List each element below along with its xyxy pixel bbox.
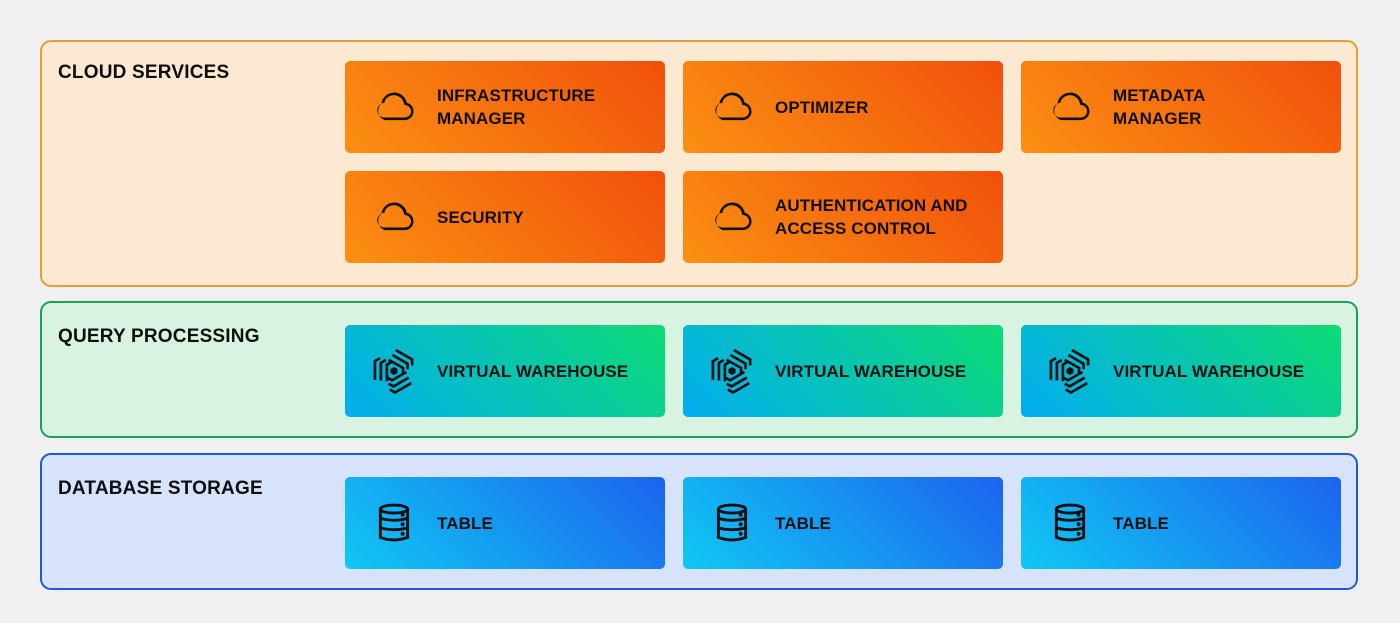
box-label: VIRTUAL WAREHOUSE xyxy=(437,360,628,383)
box-label-line: TABLE xyxy=(437,513,493,533)
box-label: INFRASTRUCTURE MANAGER xyxy=(437,84,595,130)
box-label: VIRTUAL WAREHOUSE xyxy=(1113,360,1304,383)
database-storage-layer: DATABASE STORAGE TABLE TABLE TABLE xyxy=(40,453,1358,590)
box-label-line: SECURITY xyxy=(437,207,524,227)
virtual-warehouse-icon xyxy=(369,346,419,396)
virtual-warehouse-box: VIRTUAL WAREHOUSE xyxy=(345,325,665,417)
box-label-line: MANAGER xyxy=(1113,109,1202,128)
cloud-icon xyxy=(369,86,419,128)
box-label-line: ACCESS CONTROL xyxy=(775,219,937,238)
virtual-warehouse-icon xyxy=(1045,346,1095,396)
table-box: TABLE xyxy=(1021,477,1341,569)
box-label: TABLE xyxy=(775,512,831,535)
service-box-security: SECURITY xyxy=(345,171,665,263)
table-box: TABLE xyxy=(683,477,1003,569)
database-storage-title: DATABASE STORAGE xyxy=(58,478,263,499)
cloud-services-title: CLOUD SERVICES xyxy=(58,62,230,83)
cloud-services-layer: CLOUD SERVICES INFRASTRUCTURE MANAGER OP… xyxy=(40,40,1358,287)
cloud-icon xyxy=(1045,86,1095,128)
box-label: TABLE xyxy=(437,512,493,535)
database-icon xyxy=(1045,496,1095,550)
box-label: VIRTUAL WAREHOUSE xyxy=(775,360,966,383)
service-box-authentication-access-control: AUTHENTICATION AND ACCESS CONTROL xyxy=(683,171,1003,263)
box-label-line: INFRASTRUCTURE xyxy=(437,86,596,105)
service-box-infrastructure-manager: INFRASTRUCTURE MANAGER xyxy=(345,61,665,153)
box-label-line: OPTIMIZER xyxy=(775,97,869,117)
box-label: TABLE xyxy=(1113,512,1169,535)
box-label-line: TABLE xyxy=(1113,513,1169,533)
table-box: TABLE xyxy=(345,477,665,569)
virtual-warehouse-box: VIRTUAL WAREHOUSE xyxy=(1021,325,1341,417)
cloud-icon xyxy=(369,196,419,238)
box-label-line: MANAGER xyxy=(437,109,526,128)
cloud-icon xyxy=(707,196,757,238)
box-label-line: VIRTUAL WAREHOUSE xyxy=(775,361,967,381)
box-label-line: AUTHENTICATION AND xyxy=(775,196,968,215)
box-label-line: TABLE xyxy=(775,513,831,533)
box-label-line: METADATA xyxy=(1113,86,1206,105)
database-icon xyxy=(369,496,419,550)
query-processing-layer: QUERY PROCESSING VIRTUAL WAREHOUSE VIRTU… xyxy=(40,301,1358,438)
virtual-warehouse-icon xyxy=(707,346,757,396)
database-icon xyxy=(707,496,757,550)
service-box-metadata-manager: METADATA MANAGER xyxy=(1021,61,1341,153)
virtual-warehouse-box: VIRTUAL WAREHOUSE xyxy=(683,325,1003,417)
box-label: AUTHENTICATION AND ACCESS CONTROL xyxy=(775,194,968,240)
box-label: OPTIMIZER xyxy=(775,96,868,119)
service-box-optimizer: OPTIMIZER xyxy=(683,61,1003,153)
box-label-line: VIRTUAL WAREHOUSE xyxy=(437,361,629,381)
box-label-line: VIRTUAL WAREHOUSE xyxy=(1113,361,1305,381)
query-processing-title: QUERY PROCESSING xyxy=(58,326,260,347)
box-label: SECURITY xyxy=(437,206,524,229)
cloud-icon xyxy=(707,86,757,128)
box-label: METADATA MANAGER xyxy=(1113,84,1205,130)
